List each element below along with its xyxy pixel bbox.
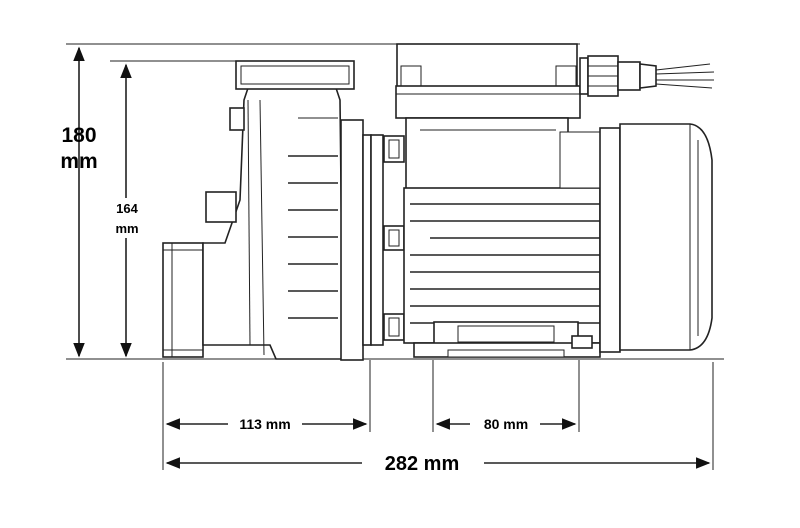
cable-gland xyxy=(579,55,715,97)
inlet-port xyxy=(162,242,204,358)
height-164-value: 164 xyxy=(116,201,138,216)
dim-80-label: 80 mm xyxy=(484,416,528,432)
dim-282-label: 282 mm xyxy=(385,453,460,475)
flange xyxy=(340,119,384,361)
height-180-value: 180 xyxy=(61,124,96,147)
motor-body xyxy=(403,131,605,344)
fan-cover xyxy=(599,123,713,353)
bolts xyxy=(383,135,405,341)
pump-housing xyxy=(202,60,355,360)
height-164-unit: mm xyxy=(115,221,138,236)
dim-113-label: 113 mm xyxy=(239,416,290,432)
motor-foot xyxy=(413,321,601,358)
terminal-box xyxy=(395,43,581,191)
height-180-unit: mm xyxy=(60,150,97,173)
pump-illustration xyxy=(162,43,715,361)
